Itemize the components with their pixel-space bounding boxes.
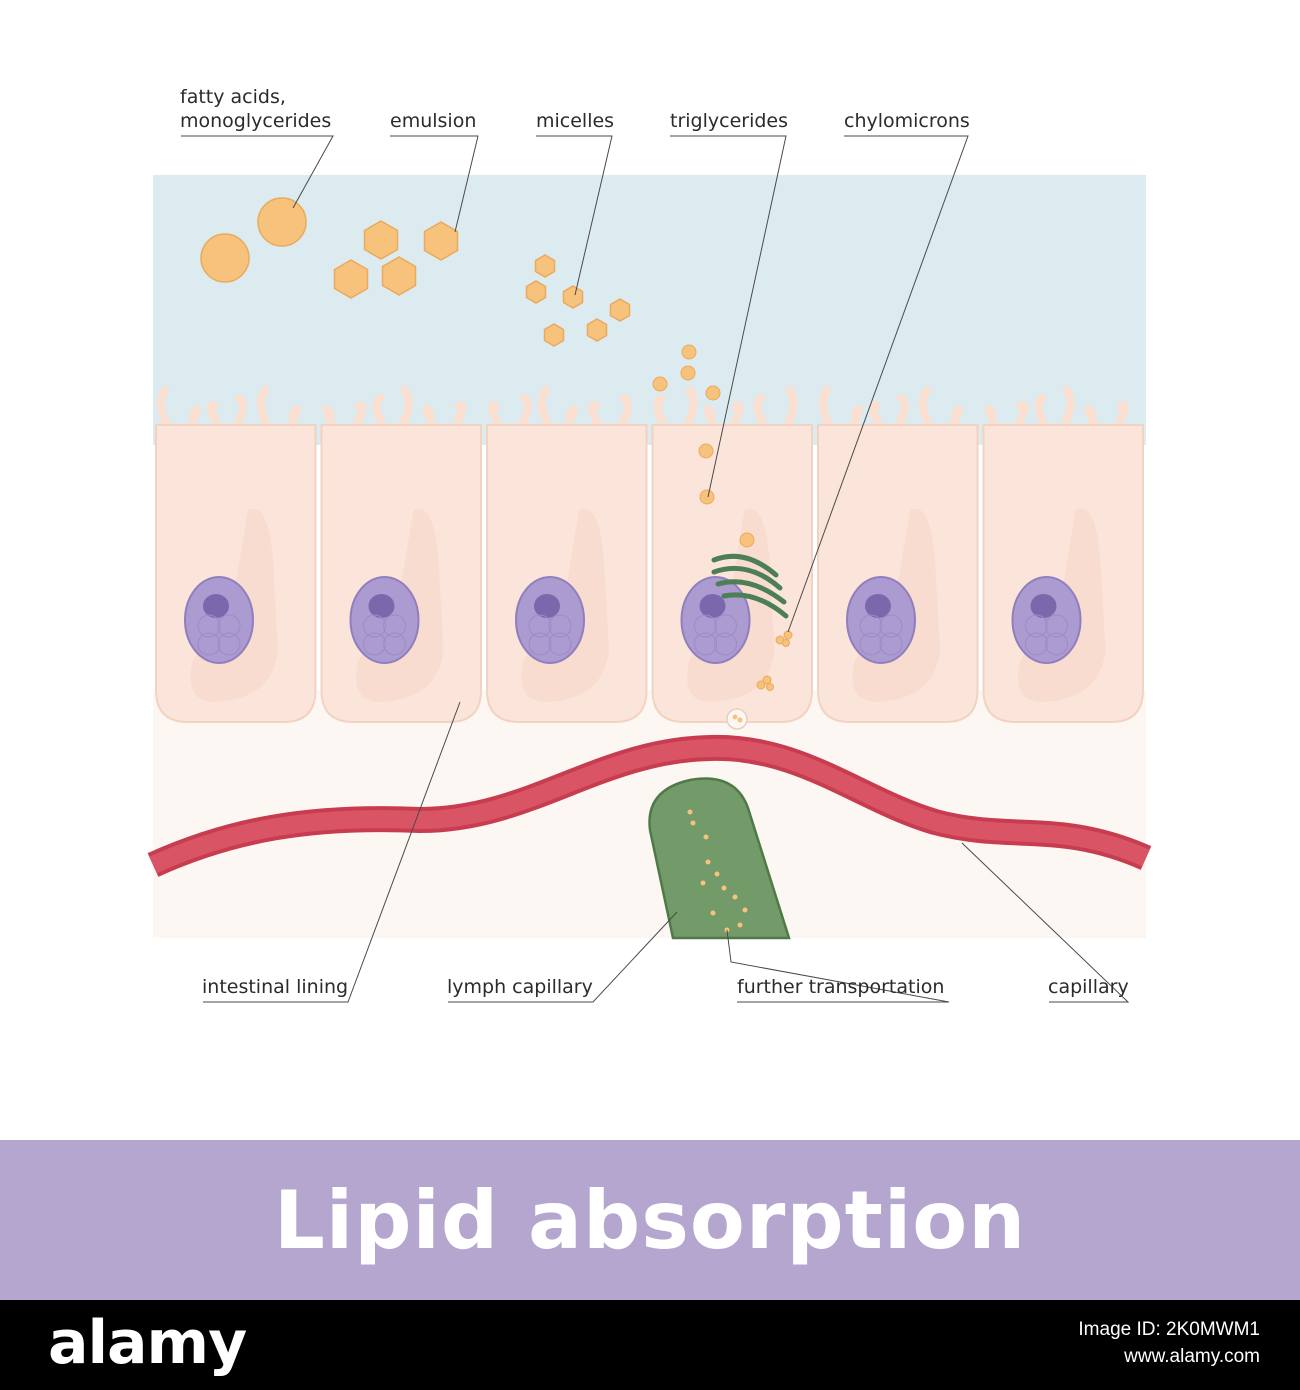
golgi-apparatus (711, 553, 789, 619)
nucleus (680, 576, 751, 664)
label-emulsion: emulsion (390, 110, 476, 132)
nucleolus (699, 594, 726, 618)
label-fatty-acids-line2: monoglycerides (180, 110, 331, 132)
nucleus (349, 576, 420, 664)
title-banner: Lipid absorption (0, 1140, 1300, 1300)
label-capillary: capillary (1048, 976, 1129, 998)
nucleus (184, 576, 254, 664)
epithelial-cell (817, 424, 979, 723)
epithelial-cell (486, 424, 648, 723)
nucleus (1011, 576, 1082, 664)
fatty-acid-droplets (200, 197, 307, 283)
label-fatty-acids-line1: fatty acids, (180, 86, 286, 108)
triglyceride-droplets (652, 344, 755, 548)
nucleolus (1030, 594, 1057, 618)
nucleus (515, 576, 585, 664)
leader-lines (181, 135, 1130, 1003)
epithelial-cell (982, 424, 1144, 723)
page-title: Lipid absorption (273, 1173, 1027, 1267)
footer-image-info: Image ID: 2K0MWM1 www.alamy.com (1078, 1316, 1260, 1370)
label-intestinal-lining: intestinal lining (202, 976, 348, 998)
nucleolus (865, 594, 891, 618)
chylomicron-particles (756, 630, 793, 691)
epithelial-cell (155, 424, 317, 723)
epithelial-cell (320, 424, 482, 723)
label-triglycerides: triglycerides (670, 110, 788, 132)
lymph-chylomicrons (687, 809, 748, 933)
micelle-particles (525, 254, 631, 347)
lymph-capillary (648, 777, 791, 940)
nucleolus (534, 594, 560, 618)
intestinal-lumen (153, 175, 1146, 445)
exocytosis-vesicle (726, 708, 748, 730)
label-further-transportation: further transportation (737, 976, 944, 998)
nucleus (846, 576, 916, 664)
intestinal-lining-cells (155, 424, 1144, 723)
image-id: Image ID: 2K0MWM1 (1078, 1319, 1260, 1340)
footer-bar: alamy Image ID: 2K0MWM1 www.alamy.com (0, 1300, 1300, 1390)
label-lymph-capillary: lymph capillary (447, 976, 593, 998)
site-url[interactable]: www.alamy.com (1124, 1346, 1260, 1367)
nucleolus (368, 594, 395, 618)
label-chylomicrons: chylomicrons (844, 110, 970, 132)
epithelial-cell (651, 424, 813, 723)
emulsion-particles (333, 220, 459, 299)
alamy-logo[interactable]: alamy (48, 1308, 247, 1378)
nucleolus (203, 594, 229, 618)
lipid-absorption-diagram: fatty acids, monoglycerides emulsion mic… (147, 86, 1152, 1003)
label-micelles: micelles (536, 110, 614, 132)
